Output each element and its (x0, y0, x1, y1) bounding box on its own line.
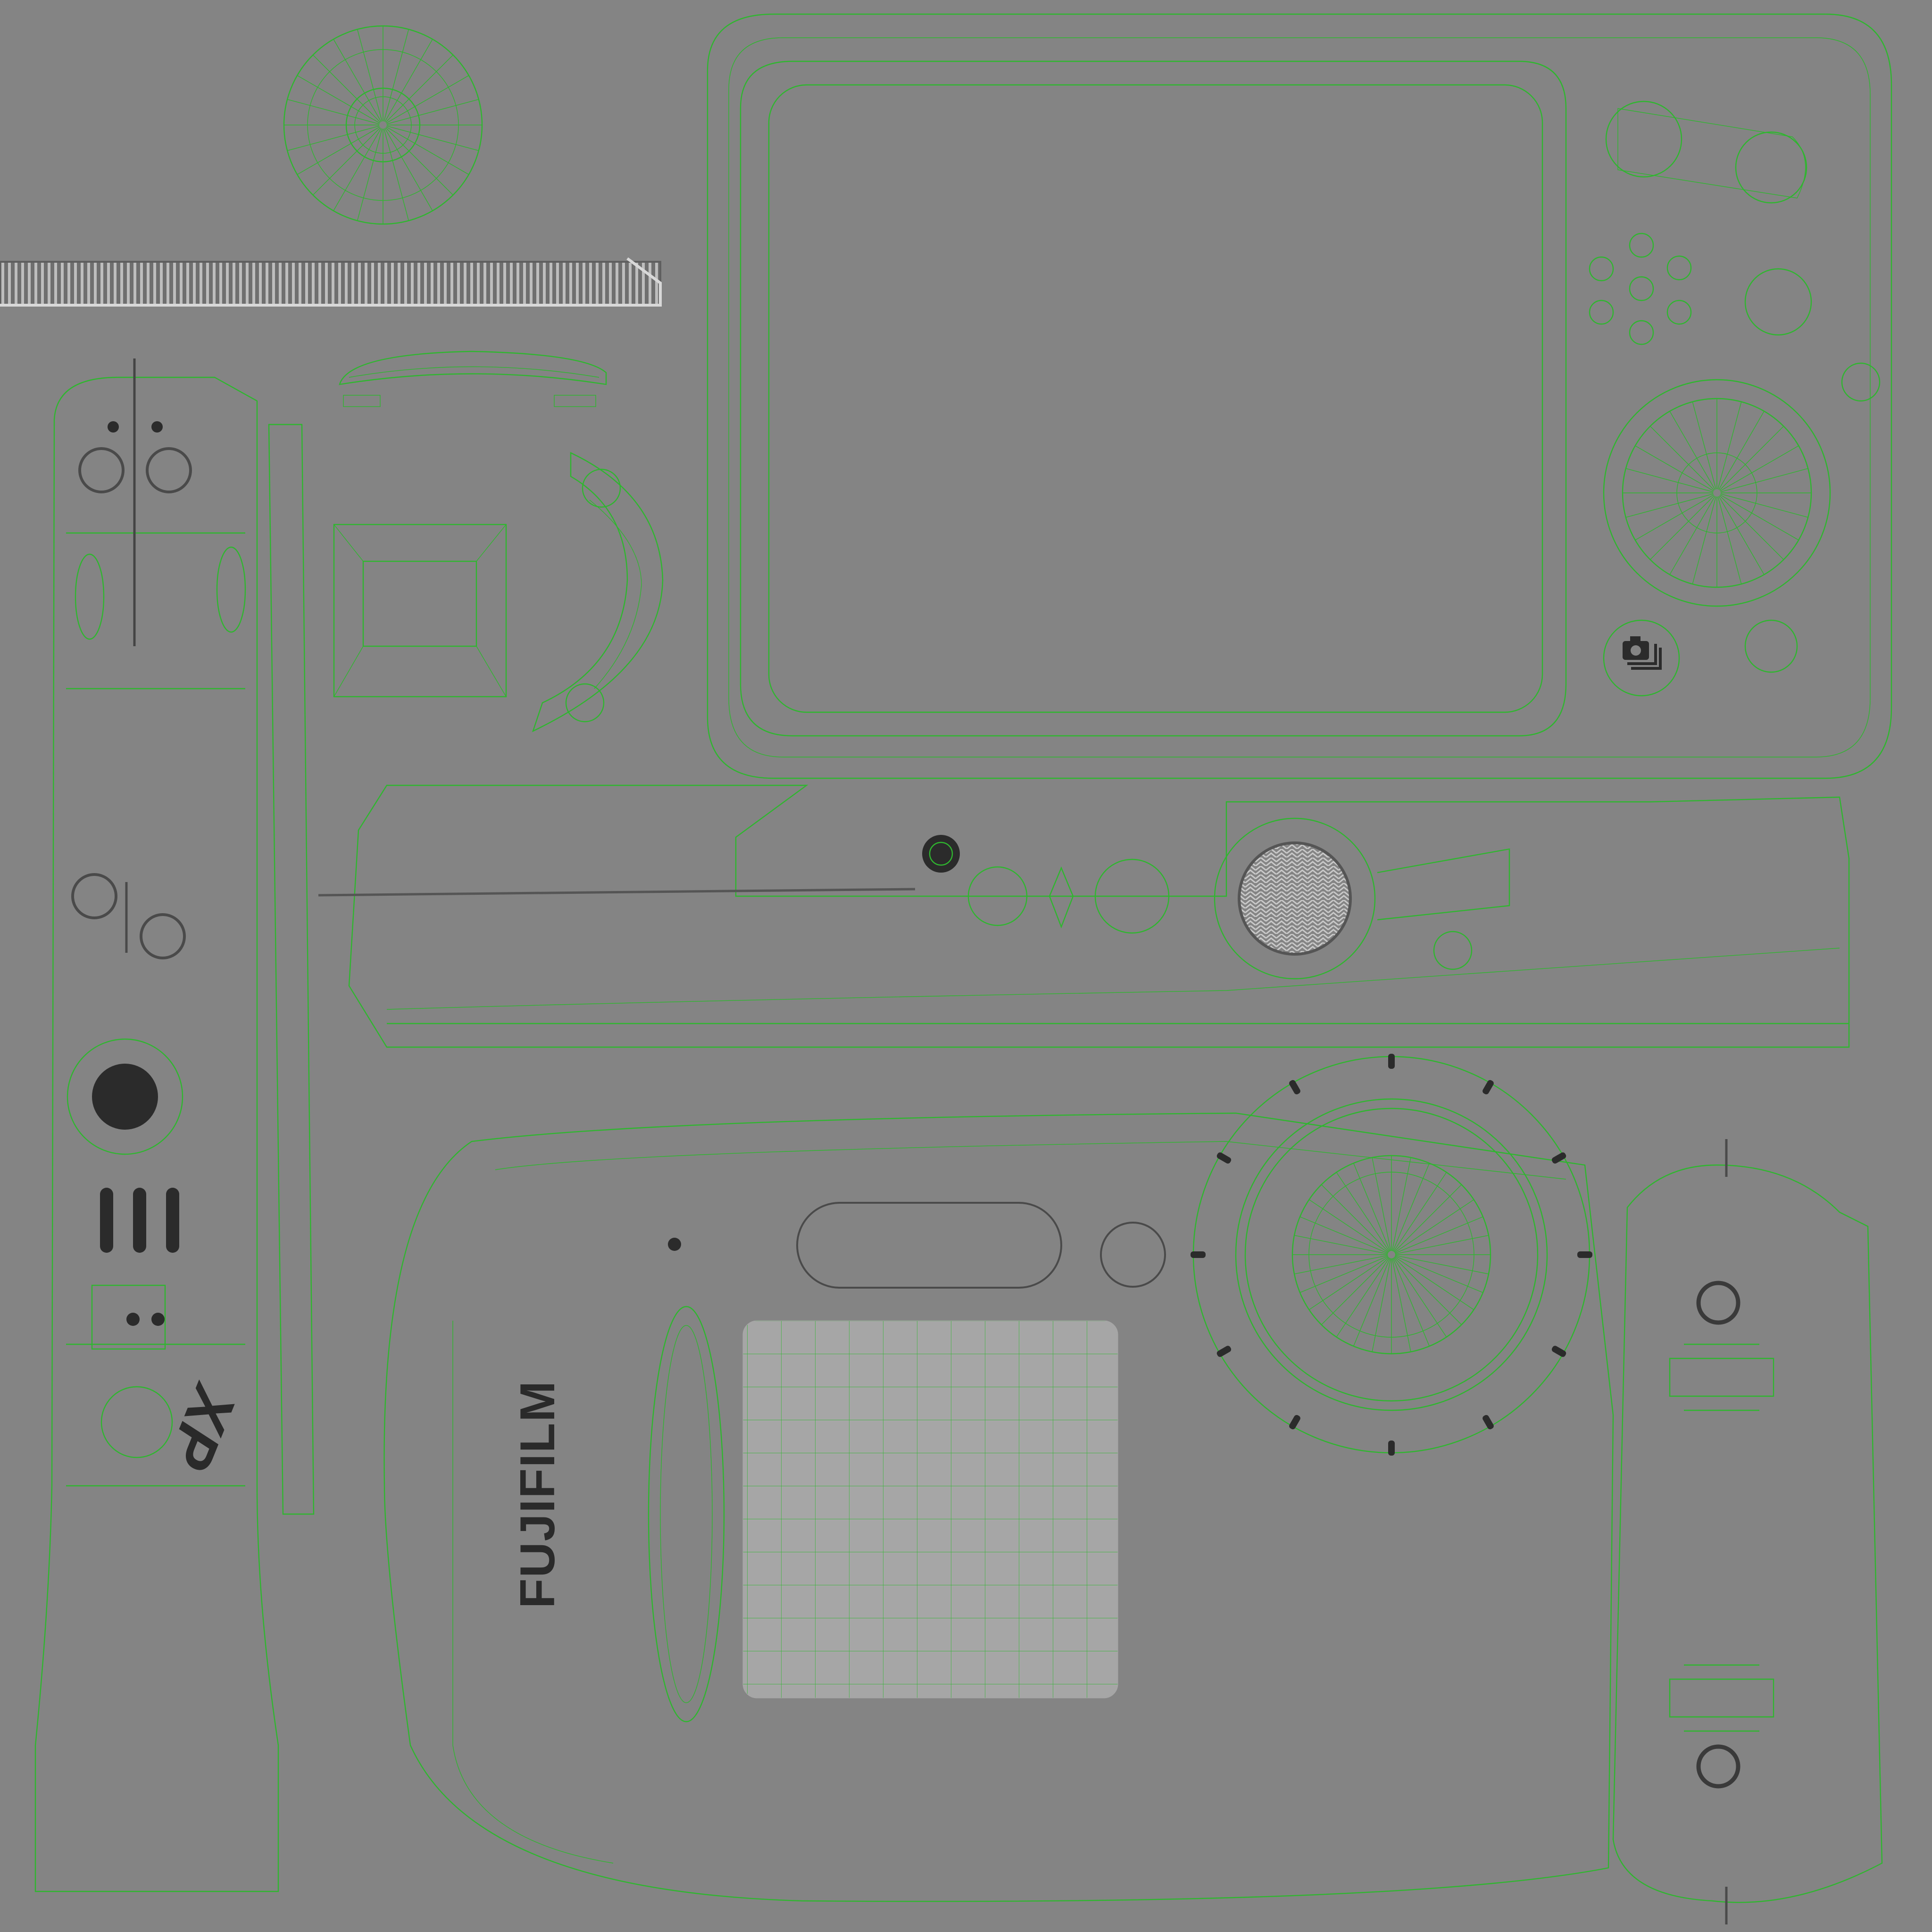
wire-spoke (1392, 1258, 1430, 1347)
top-strip-panel (318, 784, 1850, 1048)
lens-tick-mark (1482, 1080, 1494, 1095)
wire-spoke (385, 127, 453, 195)
wire-spoke (1309, 1256, 1389, 1310)
wire-spoke (313, 127, 381, 195)
wire-spoke (1321, 1257, 1389, 1325)
wire-spoke (1394, 1256, 1474, 1310)
wire-spoke (1650, 495, 1715, 560)
camera-burst-icon (1623, 636, 1662, 670)
lens-tick-mark (1551, 1152, 1566, 1164)
lens-tick-mark (1216, 1152, 1232, 1164)
dial-disc-island (283, 25, 483, 225)
wire-spoke (1395, 1255, 1489, 1274)
wire-spoke (357, 29, 383, 122)
wire-spoke (1625, 493, 1714, 518)
wire-spoke (1394, 1199, 1474, 1253)
wire-spoke (1669, 411, 1715, 490)
lens-tick-mark (1216, 1346, 1232, 1357)
wire-spoke (1719, 426, 1784, 491)
wire-spoke (1393, 1172, 1447, 1252)
wire-spoke (1294, 1255, 1388, 1274)
wire-spoke (1669, 496, 1715, 575)
wire-spoke (1392, 1163, 1430, 1251)
wire-spoke (1391, 1157, 1411, 1251)
left-side-panel: XP (34, 358, 315, 1892)
wire-spoke (1718, 411, 1765, 490)
wire-spoke (1718, 496, 1765, 575)
wire-spoke (1717, 496, 1742, 584)
knurled-ring-strip (0, 257, 662, 307)
lens-tick-mark (1191, 1251, 1206, 1258)
brand-logo: FUJIFILM (510, 1380, 565, 1608)
wire-spoke (1650, 426, 1715, 491)
wire-spoke (1336, 1172, 1390, 1252)
lens-tick-mark (1289, 1080, 1300, 1095)
lens-tick-mark (1388, 1441, 1395, 1456)
wire-spoke (297, 126, 380, 175)
lens-tick-mark (1289, 1415, 1300, 1430)
wire-spoke (1299, 1256, 1388, 1293)
wire-spoke (385, 55, 453, 123)
wire-spoke (384, 128, 433, 211)
strap-arc-piece (339, 350, 607, 407)
wire-spoke (1299, 1216, 1388, 1254)
wire-spoke (1717, 401, 1742, 490)
curved-bracket-island (532, 452, 664, 733)
wire-spoke (1321, 1184, 1389, 1252)
front-panel: FUJIFILM (383, 1054, 1614, 1902)
wire-spoke (1720, 445, 1799, 491)
lens-tick-mark (1482, 1415, 1494, 1430)
wire-spoke (1720, 493, 1808, 518)
wire-spoke (1353, 1258, 1391, 1347)
wire-spoke (287, 99, 380, 125)
wire-spoke (1394, 1184, 1462, 1252)
wire-spoke (297, 75, 380, 124)
wire-spoke (287, 125, 380, 151)
wire-spoke (1720, 468, 1808, 492)
wire-spoke (383, 29, 409, 122)
wire-spoke (1394, 1257, 1462, 1325)
wire-spoke (333, 128, 382, 211)
wire-spoke (1372, 1157, 1391, 1251)
wire-spoke (386, 125, 479, 151)
back-panel (707, 13, 1892, 779)
wire-spoke (1309, 1199, 1389, 1253)
wire-spoke (333, 39, 382, 122)
wire-spoke (386, 75, 469, 124)
wire-spoke (357, 128, 383, 221)
model-logo: XP (155, 1374, 251, 1479)
square-button-island (333, 524, 507, 698)
wire-spoke (384, 39, 433, 122)
wire-spoke (1692, 401, 1716, 490)
wire-spoke (1353, 1163, 1391, 1251)
wire-spoke (1635, 494, 1714, 541)
wire-spoke (386, 126, 469, 175)
wire-spoke (1635, 445, 1714, 491)
lens-tick-mark (1577, 1251, 1592, 1258)
four-way-buttons (1589, 233, 1692, 345)
wire-spoke (383, 128, 409, 221)
wire-spoke (1391, 1258, 1411, 1352)
wire-spoke (1393, 1257, 1447, 1337)
wire-spoke (313, 55, 381, 123)
wire-spoke (1719, 495, 1784, 560)
wire-spoke (1395, 1256, 1483, 1293)
lens-tick-mark (1388, 1054, 1395, 1069)
right-side-panel (1612, 1139, 1883, 1924)
wire-spoke (1294, 1235, 1388, 1255)
wire-spoke (1720, 494, 1799, 541)
wire-spoke (1625, 468, 1714, 492)
wire-spoke (1395, 1216, 1483, 1254)
wire-spoke (1372, 1258, 1391, 1352)
lens-tick-mark (1551, 1346, 1566, 1357)
wire-spoke (1395, 1235, 1489, 1255)
wire-spoke (386, 99, 479, 125)
wire-spoke (1336, 1257, 1390, 1337)
wire-spoke (1692, 496, 1716, 584)
